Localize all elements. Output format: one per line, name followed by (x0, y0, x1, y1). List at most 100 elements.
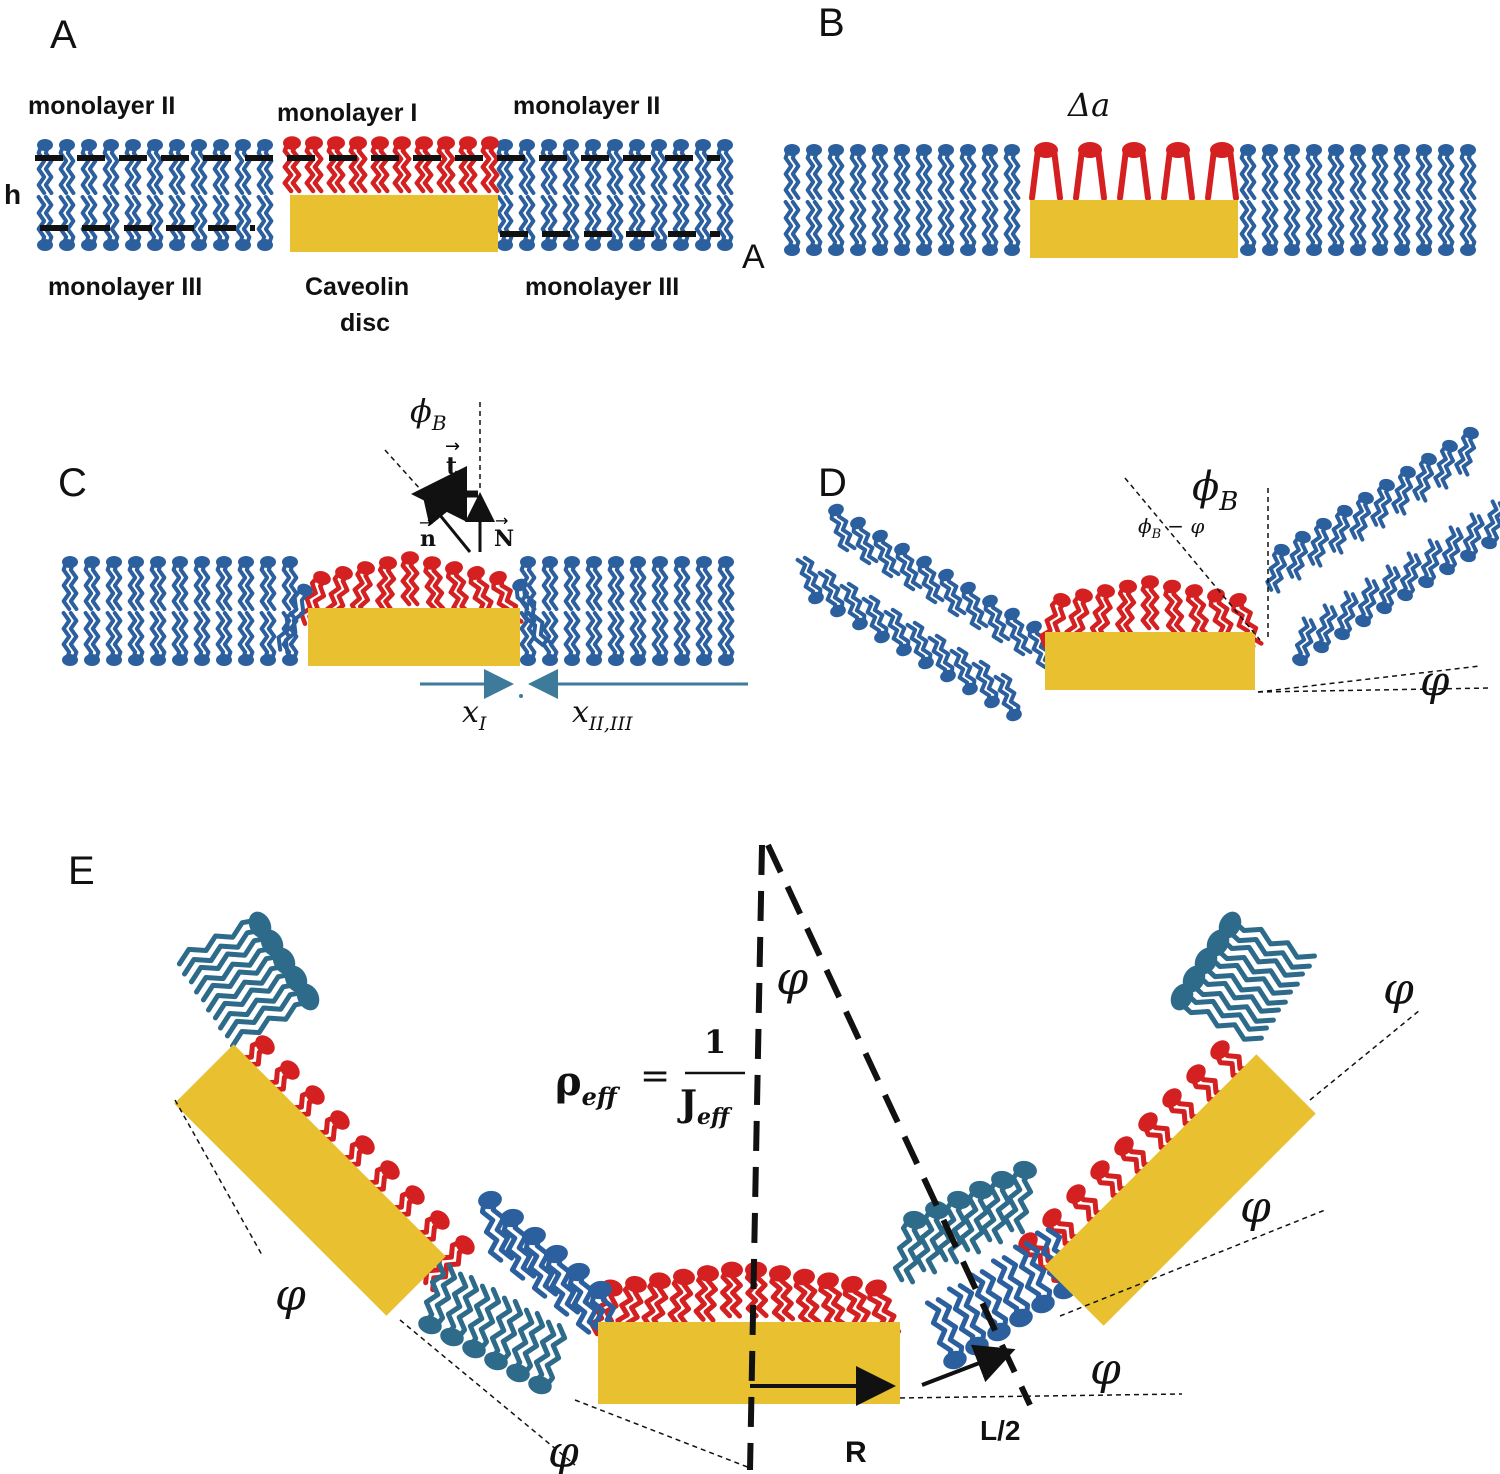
l-half-arrow (921, 1344, 1016, 1387)
lipid-molecule (839, 581, 868, 631)
varphi-apex: φ (776, 951, 809, 1005)
lipid-molecule (695, 556, 713, 611)
lipid-molecule (849, 200, 867, 256)
lipid-molecule (672, 195, 690, 251)
panel-c-lipids-left (61, 556, 299, 666)
lipid-molecule (171, 611, 189, 666)
vec-N-arrow-glyph: → (495, 511, 508, 530)
lipid-molecule (783, 200, 801, 256)
lipid-molecule (946, 1283, 989, 1356)
lipid-molecule (259, 611, 277, 666)
lipid-molecule (171, 556, 189, 611)
lipid-molecule (828, 503, 857, 553)
lipid-molecule (256, 195, 274, 251)
lipid-molecule (83, 556, 101, 611)
vec-n-arrow-glyph: → (419, 513, 432, 532)
panel-d-phi: ϕB (1192, 464, 1238, 517)
lipid-molecule (667, 1268, 695, 1327)
lipid-molecule (861, 594, 890, 644)
lipid-molecule (1003, 200, 1021, 256)
panel-b-lipids-stretched (1029, 142, 1239, 201)
lipid-molecule (1089, 584, 1115, 641)
lipid-molecule (959, 200, 977, 256)
lipid-molecule (827, 144, 845, 200)
lipid-molecule (817, 1272, 849, 1330)
lipid-molecule (224, 983, 320, 1049)
lipid-molecule (673, 556, 691, 611)
label-delta-a: Δa (1066, 86, 1110, 124)
lipid-molecule (149, 611, 167, 666)
lipid-molecule (716, 195, 734, 251)
panel-e-disc-right (1044, 1054, 1316, 1326)
lipid-molecule (607, 556, 625, 611)
panel-c: C ϕB t → n → N → xI xII,III (58, 392, 748, 735)
label-vec-N: N (494, 526, 514, 552)
lipid-molecule (1239, 200, 1257, 256)
lipid-molecule (58, 195, 76, 251)
lipid-molecule (1397, 551, 1422, 602)
lipid-molecule (673, 611, 691, 666)
lipid-molecule (585, 556, 603, 611)
lipid-molecule (1459, 144, 1477, 200)
panel-d-phi-minus-varphi: ϕB− φ (1138, 514, 1204, 542)
lipid-molecule (458, 136, 478, 194)
lipid-molecule (1004, 607, 1033, 657)
label-monolayer-ii-left: monolayer II (28, 92, 175, 120)
lipid-molecule (168, 139, 186, 195)
lipid-molecule (440, 1271, 480, 1347)
lipid-molecule (188, 929, 284, 995)
lipid-molecule (805, 144, 823, 200)
lipid-molecule (215, 611, 233, 666)
lipid-molecule (237, 556, 255, 611)
lipid-molecule (693, 1265, 719, 1323)
lipid-molecule (256, 139, 274, 195)
lipid-molecule (80, 195, 98, 251)
lipid-molecule (436, 136, 456, 194)
lipid-molecule (212, 195, 230, 251)
lipid-molecule (528, 1319, 568, 1395)
lipid-molecule (349, 561, 375, 618)
lipid-molecule (936, 1190, 971, 1265)
lipid-molecule (916, 555, 945, 605)
panel-a-letter: A (50, 13, 77, 57)
panel-b: B Δa (783, 1, 1477, 258)
lipid-molecule (276, 583, 313, 655)
lipid-molecule (540, 139, 558, 195)
label-area-a: A (742, 238, 765, 276)
lipid-molecule (915, 200, 933, 256)
panel-d-letter: D (818, 461, 847, 505)
panel-a: A monolayer II monolayer I monolayer II … (4, 13, 765, 337)
panel-c-phi: ϕB (410, 392, 447, 435)
lipid-molecule (893, 144, 911, 200)
lipid-molecule (518, 139, 536, 195)
lipid-molecule (1283, 144, 1301, 200)
lipid-molecule (1328, 504, 1353, 555)
lipid-molecule (1305, 200, 1323, 256)
label-j-eff: Jeff (677, 1083, 733, 1130)
lipid-molecule (1433, 439, 1458, 490)
lipid-molecule (61, 611, 79, 666)
lipid-molecule (949, 646, 978, 696)
lipid-molecule (1370, 478, 1395, 529)
lipid-molecule (105, 556, 123, 611)
lipid-molecule (1286, 530, 1311, 581)
lipid-molecule (1307, 517, 1332, 568)
lipid-molecule (370, 136, 390, 194)
lipid-molecule (462, 1283, 502, 1359)
lipid-molecule (146, 139, 164, 195)
panel-c-letter: C (58, 461, 87, 505)
lipid-molecule (924, 1297, 967, 1370)
lipid-molecule (629, 556, 647, 611)
lipid-molecule (127, 611, 145, 666)
label-equals: = (640, 1056, 670, 1097)
lipid-molecule (1012, 1241, 1055, 1314)
lipid-molecule (1371, 144, 1389, 200)
label-x-i: xI (462, 695, 487, 735)
lipid-molecule (414, 136, 434, 194)
lipid-molecule (628, 139, 646, 195)
lipid-molecule (1170, 983, 1269, 1042)
lipid-molecule (1437, 200, 1455, 256)
lipid-molecule (694, 139, 712, 195)
lipid-molecule (200, 947, 296, 1013)
